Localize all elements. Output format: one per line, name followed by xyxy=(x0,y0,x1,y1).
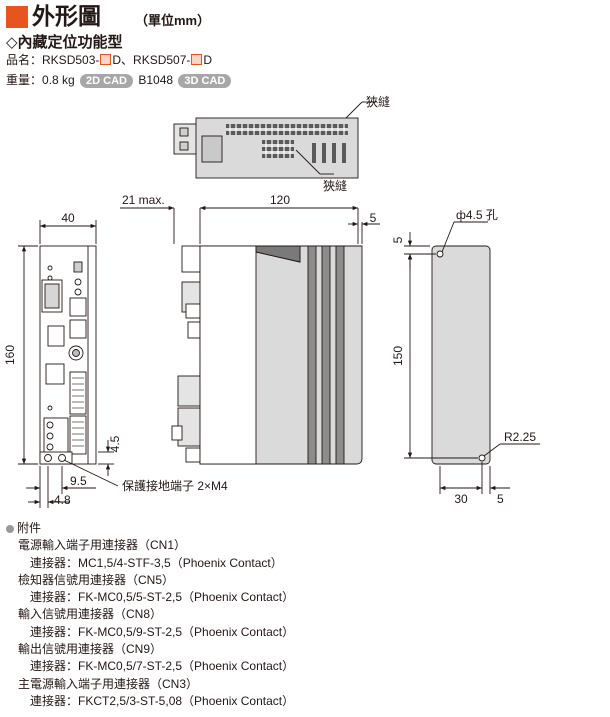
accessory-name: 輸出信號用連接器（CN9） xyxy=(18,642,163,657)
accessory-part: 連接器：FK-MC0,5/5-ST-2,5（Phoenix Contact） xyxy=(30,590,295,605)
radius-label: R2.25 xyxy=(504,430,536,444)
product-separator: D、 xyxy=(112,53,134,67)
dim-5-side: 5 xyxy=(370,211,377,225)
dim-height-front: 160 xyxy=(3,345,17,365)
dim-4-8: 4.8 xyxy=(54,493,71,507)
accessory-part: 連接器：FK-MC0,5/7-ST-2,5（Phoenix Contact） xyxy=(30,659,295,674)
accessories-heading: 附件 xyxy=(6,520,294,537)
ground-terminal-label: 保護接地端子 2×M4 xyxy=(122,478,228,493)
dim-21-max: 21 max. xyxy=(122,193,165,207)
placeholder-square-icon xyxy=(100,54,112,65)
weight-line: 重量：0.8 kg 2D CAD B1048 3D CAD xyxy=(6,72,233,88)
weight-label: 重量：0.8 kg xyxy=(6,73,75,87)
slit-label-bottom: 狹縫 xyxy=(323,178,347,193)
title-accent-square xyxy=(6,6,28,28)
accessories-heading-text: 附件 xyxy=(17,521,42,535)
subtitle: ◇內藏定位功能型 xyxy=(6,34,123,51)
cad-3d-button[interactable]: 3D CAD xyxy=(178,74,232,88)
product-suffix: D xyxy=(203,53,213,67)
accessory-name: 電源輸入端子用連接器（CN1） xyxy=(18,538,187,553)
accessory-name: 輸入信號用連接器（CN8） xyxy=(18,607,163,622)
drawing-code: B1048 xyxy=(138,73,174,87)
cad-2d-button[interactable]: 2D CAD xyxy=(80,74,133,88)
product-model-b: RKSD507- xyxy=(133,53,191,67)
page-title: 外形圖 xyxy=(32,3,101,29)
bullet-dot-icon xyxy=(6,524,14,533)
accessories-list: 附件 電源輸入端子用連接器（CN1） 連接器：MC1,5/4-STF-3,5（P… xyxy=(6,520,294,710)
product-line: 品名：RKSD503- D、RKSD507- D xyxy=(6,51,212,68)
accessory-part: 連接器：FKCT2,5/3-ST-5,08（Phoenix Contact） xyxy=(30,693,295,708)
accessory-name: 檢知器信號用連接器（CN5） xyxy=(18,572,175,587)
hole-label: ф4.5 孔 xyxy=(456,208,498,222)
dim-4-5: 4.5 xyxy=(108,435,122,452)
accessory-part: 連接器：MC1,5/4-STF-3,5（Phoenix Contact） xyxy=(30,555,283,570)
product-label: 品名： xyxy=(6,53,43,67)
dim-5-bottom: 5 xyxy=(497,492,504,506)
top-view xyxy=(173,101,376,179)
accessory-part: 連接器：FK-MC0,5/9-ST-2,5（Phoenix Contact） xyxy=(30,624,295,639)
dim-150: 150 xyxy=(391,346,405,366)
accessory-name: 主電源輸入端子用連接器（CN3） xyxy=(18,676,199,691)
rear-view xyxy=(404,221,540,494)
side-view xyxy=(120,205,380,465)
dim-30: 30 xyxy=(454,492,468,506)
product-model-a: RKSD503- xyxy=(42,53,100,67)
dim-5-top: 5 xyxy=(391,236,405,243)
dim-9-5: 9.5 xyxy=(70,474,87,488)
title-unit: （單位mm） xyxy=(135,13,211,28)
front-view xyxy=(18,220,119,508)
dim-width-front: 40 xyxy=(61,211,75,225)
slit-label-top: 狹縫 xyxy=(366,94,390,109)
dim-120: 120 xyxy=(270,193,290,207)
placeholder-square-icon xyxy=(191,54,203,65)
